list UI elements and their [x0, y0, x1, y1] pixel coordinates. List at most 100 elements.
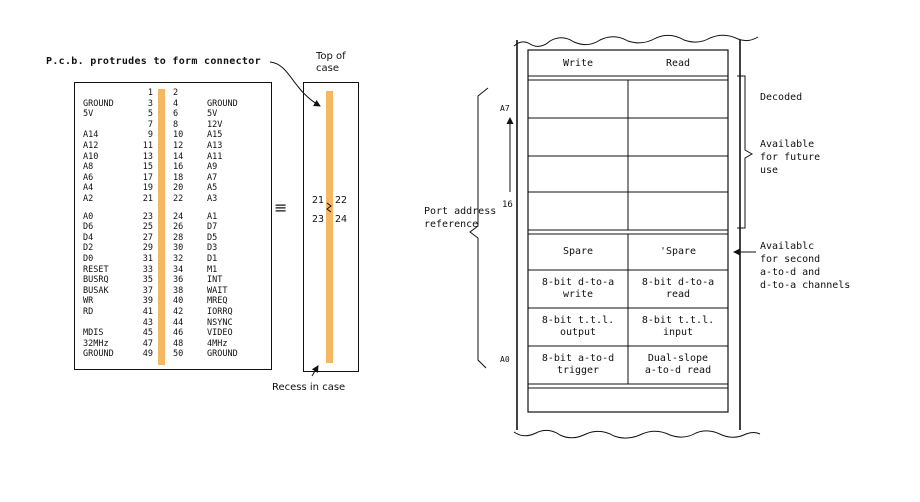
- pin-number-left: 35: [142, 275, 153, 286]
- port-read-cell: 8-bit t.t.l. input: [641, 315, 715, 338]
- pin-signal-left: BUSRQ: [83, 275, 109, 286]
- pin-signal-left: WR: [83, 296, 94, 307]
- pin-number-left: 29: [142, 243, 153, 254]
- pin-signal-left: GROUND: [83, 98, 114, 109]
- pin-number-right: 16: [173, 162, 184, 173]
- future-label: Available for future use: [760, 139, 821, 176]
- decoded-label: Decoded: [760, 92, 803, 103]
- pin-number-right: 42: [173, 307, 184, 317]
- pin-number-left: 27: [142, 232, 153, 243]
- pin-signal-right: VIDEO: [207, 328, 233, 339]
- pin-number-left: 19: [142, 183, 153, 194]
- decoded-bracket: [737, 75, 754, 229]
- pin-signal-right: A11: [207, 151, 223, 162]
- pin-number-right: 28: [173, 232, 184, 243]
- pin-number-right: 48: [173, 338, 184, 349]
- port-read-cell: 'Spare: [659, 246, 697, 257]
- pin-signal-left: D4: [83, 232, 94, 243]
- port-write-cell: 8-bit a-to-d trigger: [541, 353, 615, 376]
- pin-signal-right: 4MHz: [207, 338, 228, 349]
- pin-number-right: 2: [173, 88, 179, 98]
- pin-number-left: 45: [142, 328, 153, 339]
- pin-row: RD 41 42 IORRQ: [75, 307, 275, 317]
- pin-signal-right: GROUND: [207, 98, 238, 109]
- pin-number-right: 22: [173, 194, 184, 204]
- a0-label: A0: [500, 355, 510, 364]
- pin-signal-left: A2: [83, 194, 94, 204]
- connector-callout: P.c.b. protrudes to form connector: [46, 56, 261, 67]
- pin-number-left: 43: [142, 317, 153, 328]
- torn-bottom-edge: [513, 429, 761, 439]
- pin-number-left: 17: [142, 172, 153, 183]
- pin-signal-right: A3: [207, 194, 218, 204]
- pin-number-right: 46: [173, 328, 184, 339]
- pin-number-left: 33: [142, 264, 153, 275]
- pin-signal-left: BUSAK: [83, 285, 109, 296]
- pin-signal-right: GROUND: [207, 349, 238, 360]
- axis-label: Port address reference: [424, 206, 497, 230]
- pin-signal-left: A4: [83, 183, 94, 194]
- pin-signal-left: A6: [83, 172, 94, 183]
- pin-signal-right: 12V: [207, 119, 223, 130]
- pin-signal-left: A14: [83, 130, 99, 141]
- pin-number-left: 41: [142, 307, 153, 317]
- pin-number-right: 44: [173, 317, 184, 328]
- pin-number-right: 12: [173, 141, 184, 151]
- pin-signal-left: A8: [83, 162, 94, 173]
- connector-strip: [158, 89, 165, 365]
- axis-bracket: [469, 87, 489, 369]
- case-outline: 21 22 23 24: [303, 82, 359, 372]
- pin-number-right: 38: [173, 285, 184, 296]
- pin-signal-right: IORRQ: [207, 307, 233, 317]
- pin-number-right: 34: [173, 264, 184, 275]
- port-write-cell: 8-bit t.t.l. output: [541, 315, 615, 338]
- pin-number-left: 21: [142, 194, 153, 204]
- port-write-cell: 8-bit d-to-a write: [541, 277, 615, 300]
- pin-number-left: 37: [142, 285, 153, 296]
- pin-number-left: 5: [147, 109, 153, 120]
- port-table-box: [527, 49, 729, 413]
- header-read: Read: [665, 58, 691, 69]
- a7-label: A7: [500, 104, 510, 113]
- pin-number-left: 3: [147, 98, 153, 109]
- pin-number-right: 20: [173, 183, 184, 194]
- pin-number-left: 25: [142, 222, 153, 233]
- pin-signal-left: A12: [83, 141, 99, 151]
- ridge-mark: [326, 202, 332, 213]
- case-pin-22: 22: [335, 195, 348, 206]
- case-pin-24: 24: [335, 214, 348, 225]
- pin-signal-left: RD: [83, 307, 94, 317]
- pin-number-right: 6: [173, 109, 179, 120]
- pin-signal-right: MREQ: [207, 296, 228, 307]
- pin-number-left: 23: [142, 211, 153, 222]
- pin-signal-right: D7: [207, 222, 218, 233]
- pin-number-right: 50: [173, 349, 184, 360]
- pin-number-left: 39: [142, 296, 153, 307]
- pin-number-left: 1: [147, 88, 153, 98]
- pin-signal-left: 5V: [83, 109, 94, 120]
- torn-top-edge: [513, 34, 759, 47]
- pin-signal-left: A10: [83, 151, 99, 162]
- second-channel-label: Availablc for second a-to-d and d-to-a c…: [760, 241, 851, 291]
- pin-signal-right: A1: [207, 211, 218, 222]
